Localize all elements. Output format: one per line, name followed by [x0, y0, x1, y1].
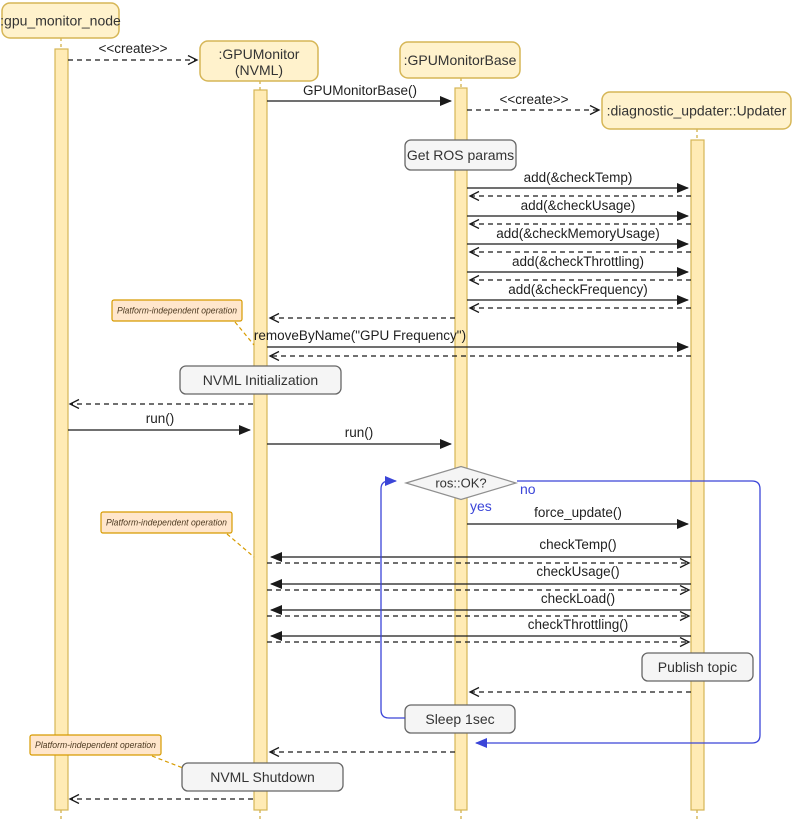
message-label: add(&checkTemp): [524, 170, 633, 185]
note-box: [100, 511, 233, 534]
message-label: checkTemp(): [539, 537, 616, 552]
participant-label: (NVML): [235, 62, 283, 78]
message-label: run(): [146, 411, 175, 426]
message-label: add(&checkThrottling): [512, 254, 644, 269]
participant-label: :diagnostic_updater::Updater: [607, 103, 787, 119]
activity-box: [404, 139, 517, 171]
message-label: run(): [345, 425, 374, 440]
note-label: Platform-independent operation: [35, 740, 156, 750]
message-label: add(&checkUsage): [521, 198, 636, 213]
message-label: add(&checkFrequency): [508, 282, 648, 297]
activity-box: [181, 762, 344, 792]
activation-bar-diagnostic-updater: [690, 139, 705, 811]
participant-label: :GPUMonitorBase: [404, 52, 517, 68]
note-box: [29, 734, 162, 756]
activity-label: Get ROS params: [407, 147, 514, 163]
participant-label: :GPUMonitor: [219, 46, 300, 62]
participant-box-diagnostic-updater: [601, 91, 792, 130]
message-label: GPUMonitorBase(): [303, 83, 417, 98]
branch-label-no: no: [520, 481, 536, 497]
note-connector: [226, 533, 255, 558]
message-label: <<create>>: [499, 92, 568, 107]
loop-exit-no-edge: [475, 480, 761, 748]
activation-bar-gpu-monitor-base: [454, 87, 468, 811]
activity-box: [641, 652, 754, 682]
decision-label: ros::OK?: [435, 476, 486, 491]
activity-box: [404, 704, 516, 734]
activity-label: Publish topic: [658, 659, 737, 675]
activity-box: [179, 365, 342, 395]
message-label: checkThrottling(): [528, 617, 629, 632]
decision-diamond: [403, 465, 519, 501]
participant-box-gpu-monitor-node: [1, 2, 120, 39]
message-label: add(&checkMemoryUsage): [496, 226, 660, 241]
note-label: Platform-independent operation: [117, 306, 237, 316]
participant-box-gpu-monitor-base: [399, 41, 521, 79]
activation-bar-gpu-monitor-node: [54, 48, 69, 811]
message-label: force_update(): [534, 505, 622, 520]
activation-bar-gpu-monitor: [253, 89, 268, 811]
message-label: checkUsage(): [536, 564, 619, 579]
message-label: checkLoad(): [541, 591, 615, 606]
activity-label: NVML Shutdown: [210, 769, 315, 785]
message-label: removeByName("GPU Frequency"): [254, 328, 466, 343]
activity-label: NVML Initialization: [203, 372, 318, 388]
message-label: <<create>>: [98, 41, 167, 56]
participant-box-gpu-monitor: [199, 40, 319, 82]
note-connector: [234, 321, 255, 346]
branch-label-yes: yes: [470, 498, 492, 514]
note-connector: [151, 755, 184, 769]
participant-label: :gpu_monitor_node: [0, 13, 121, 29]
note-label: Platform-independent operation: [106, 518, 227, 528]
loop-back-edge: [380, 476, 405, 719]
activity-label: Sleep 1sec: [425, 711, 494, 727]
note-box: [111, 299, 243, 322]
